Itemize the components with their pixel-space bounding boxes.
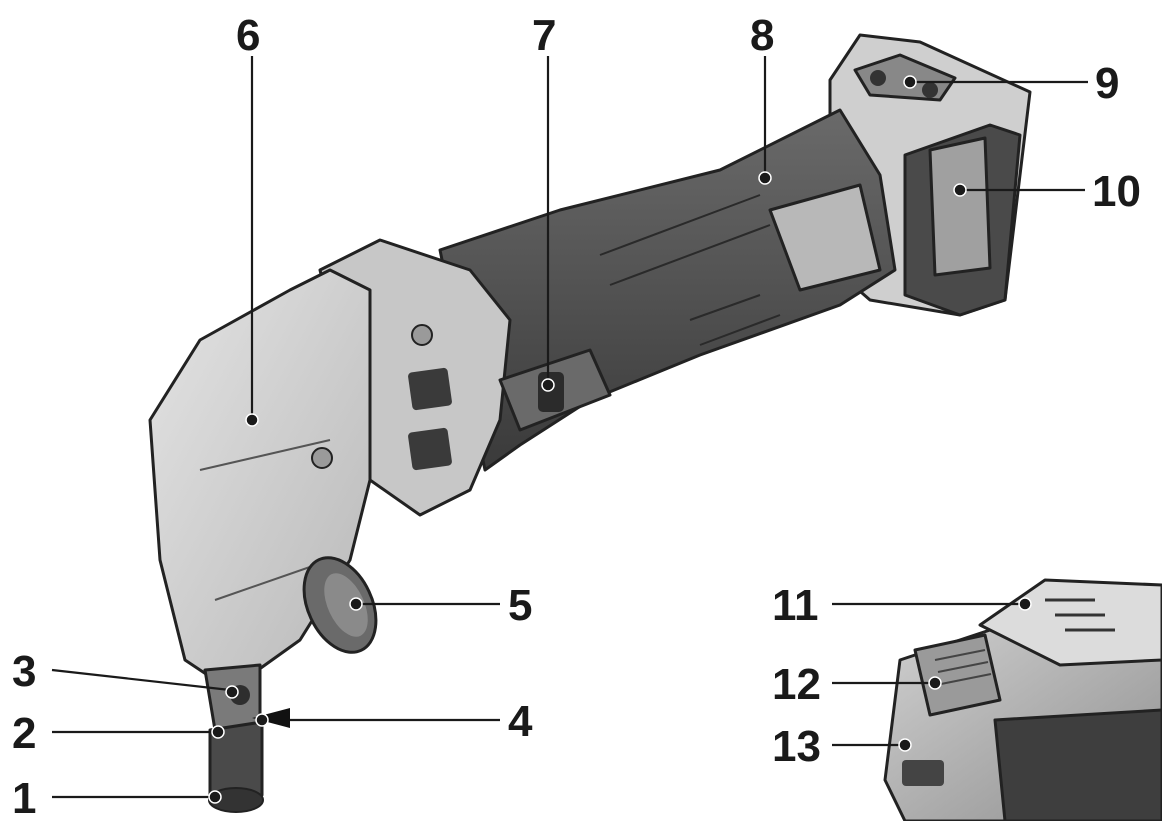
dot-4 <box>255 713 269 727</box>
dot-6 <box>245 413 259 427</box>
vent-slot-lower <box>408 427 452 471</box>
dot-10 <box>953 183 967 197</box>
dot-9 <box>903 75 917 89</box>
panel-button-left <box>870 70 886 86</box>
callout-11: 11 <box>772 581 819 630</box>
dot-11 <box>1018 597 1032 611</box>
dot-7 <box>541 378 555 392</box>
dot-12 <box>928 676 942 690</box>
thumb-pad <box>928 136 992 277</box>
leader-lines <box>51 56 1088 799</box>
callout-4: 4 <box>508 697 533 746</box>
tool-body <box>148 33 1032 813</box>
callout-labels: 1 2 3 4 5 6 7 8 9 10 11 12 13 <box>12 11 1141 821</box>
callout-13: 13 <box>772 722 821 771</box>
dot-13 <box>898 738 912 752</box>
release-button-ridges <box>934 649 992 685</box>
dot-8 <box>758 171 772 185</box>
callout-dots <box>208 75 1032 804</box>
callout-10: 10 <box>1092 167 1141 216</box>
grip-side-panel <box>768 183 882 292</box>
vent-slot-upper <box>408 367 452 411</box>
battery-side-panel <box>993 708 1162 821</box>
dot-5 <box>349 597 363 611</box>
grip-ridges <box>599 194 781 346</box>
callout-8: 8 <box>750 11 774 60</box>
callout-3: 3 <box>12 647 36 696</box>
battery-pack <box>883 578 1162 821</box>
callout-7: 7 <box>532 11 556 60</box>
adjustment-wheel-face <box>324 573 368 637</box>
head-screw-upper <box>311 447 333 469</box>
panel-button-right <box>922 82 938 98</box>
callout-9: 9 <box>1095 59 1119 108</box>
dot-1 <box>208 790 222 804</box>
callout-6: 6 <box>236 11 260 60</box>
callout-1: 1 <box>12 774 36 821</box>
callout-12: 12 <box>772 660 821 709</box>
switch-slider <box>538 372 564 412</box>
callout-5: 5 <box>508 581 532 630</box>
collar-screw <box>411 324 433 346</box>
charge-indicator <box>902 760 944 786</box>
dot-3 <box>225 685 239 699</box>
release-button <box>913 633 1002 717</box>
callout-2: 2 <box>12 709 36 758</box>
punch-tip <box>252 708 290 728</box>
battery-contacts <box>1045 598 1115 632</box>
leader-3 <box>51 668 231 692</box>
dot-2 <box>211 725 225 739</box>
main-grip <box>438 108 897 472</box>
